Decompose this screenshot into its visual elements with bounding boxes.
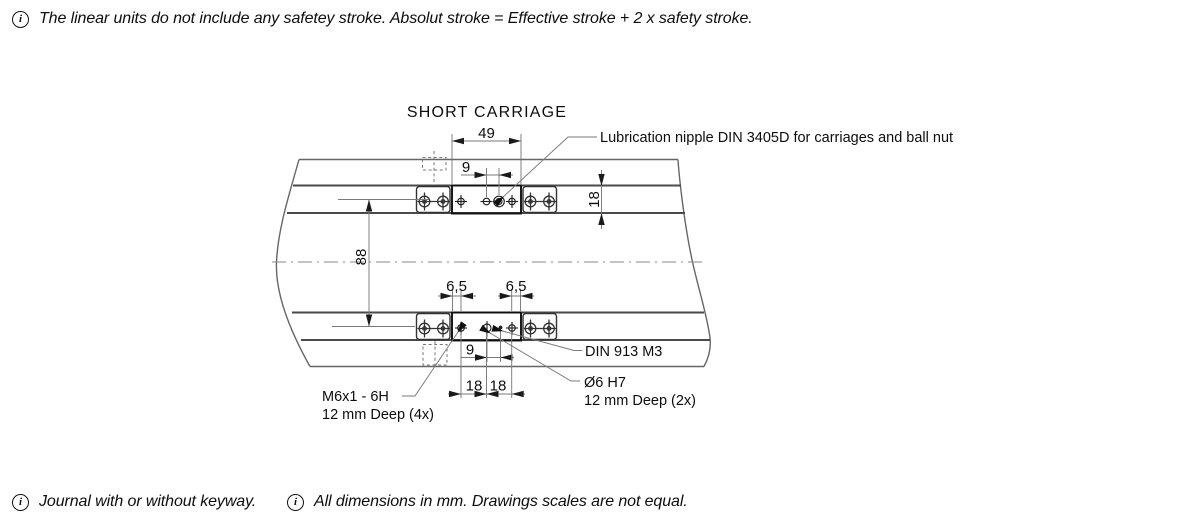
dim-18-rail: 18 (586, 170, 605, 229)
dim-88-value: 88 (353, 249, 370, 266)
upper-carriage (415, 184, 558, 215)
hidden-detail (422, 151, 448, 369)
drawing-title: SHORT CARRIAGE (407, 104, 567, 121)
dim-9-bottom: 9 (461, 331, 514, 362)
dim-9-top-value: 9 (462, 159, 470, 176)
leader-set-screw (491, 324, 582, 351)
note-bottom-right-text: All dimensions in mm. Drawings scales ar… (314, 493, 688, 510)
note-bottom-left-text: Journal with or without keyway. (39, 493, 257, 510)
upper-screws (417, 192, 556, 211)
body-break-edge-right (677, 159, 712, 367)
label-lubrication-nipple: Lubrication nipple DIN 3405D for carriag… (600, 130, 953, 146)
unit-body-outline (272, 158, 712, 368)
leader-lubrication-nipple (492, 136, 597, 207)
info-icon: i (12, 493, 29, 511)
label-thread-line2: 12 mm Deep (4x) (322, 407, 434, 423)
note-top-text: The linear units do not include any safe… (39, 10, 753, 27)
note-bottom-right: i All dimensions in mm. Drawings scales … (287, 493, 688, 511)
dim-6-5-left: 6,5 (438, 278, 476, 311)
info-icon: i (287, 493, 304, 511)
lower-end-plate-right (522, 312, 558, 341)
dim-6-5-right-value: 6,5 (506, 278, 527, 295)
lower-screws (417, 319, 556, 338)
leader-dowel (479, 324, 580, 382)
dim-6-5-right: 6,5 (498, 278, 534, 311)
label-thread-line1: M6x1 - 6H (322, 389, 389, 405)
label-dowel-line2: 12 mm Deep (2x) (584, 393, 696, 409)
lower-carriage (415, 311, 558, 342)
note-top: i The linear units do not include any sa… (12, 10, 753, 28)
body-break-edge-left (275, 159, 311, 367)
dim-18-18: 18 18 (448, 332, 525, 398)
note-bottom-left: i Journal with or without keyway. (12, 493, 256, 511)
set-screw-dot (498, 325, 503, 330)
lubrication-nipple-icon (493, 195, 505, 208)
dim-49-value: 49 (478, 125, 495, 142)
info-icon: i (12, 10, 29, 28)
dim-18-right-value: 18 (490, 378, 507, 395)
dim-9-bottom-value: 9 (466, 342, 474, 359)
dim-88: 88 (332, 199, 429, 327)
dim-9-top: 9 (461, 159, 513, 197)
dim-6-5-left-value: 6,5 (446, 278, 467, 295)
upper-end-plate-right (522, 185, 558, 214)
label-set-screw: DIN 913 M3 (585, 344, 662, 360)
dim-49: 49 (451, 125, 522, 184)
label-dowel-line1: Ø6 H7 (584, 375, 626, 391)
dimensions: 49 9 18 88 (332, 125, 605, 398)
dim-18-left-value: 18 (466, 378, 483, 395)
leaders (402, 136, 597, 397)
dim-18-rail-value: 18 (586, 191, 603, 208)
lower-end-plate-left (415, 312, 451, 341)
leader-thread (402, 321, 467, 397)
